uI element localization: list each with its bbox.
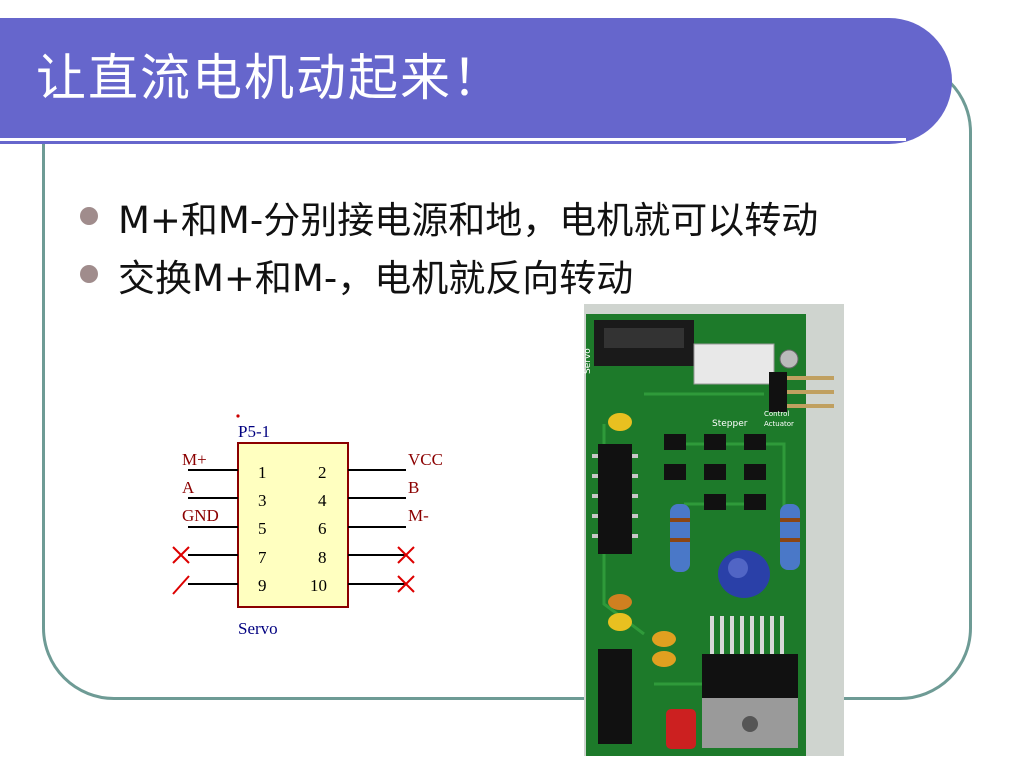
pin-number: 7 bbox=[258, 548, 267, 567]
pin-label-left: A bbox=[182, 478, 195, 497]
pin1-marker-icon bbox=[236, 414, 240, 418]
reset-button bbox=[666, 709, 696, 749]
pin-number: 8 bbox=[318, 548, 327, 567]
pin-label-left: GND bbox=[182, 506, 219, 525]
no-connect-icon bbox=[397, 546, 415, 564]
driver-ic-legs bbox=[710, 616, 784, 656]
pin-number: 6 bbox=[318, 519, 327, 538]
resistor-bands bbox=[670, 518, 800, 542]
silkscreen-text: Actuator bbox=[764, 420, 794, 428]
mount-screw bbox=[779, 349, 799, 369]
ic-pins bbox=[592, 454, 638, 538]
resistor bbox=[780, 504, 800, 570]
silkscreen-text: Stepper bbox=[712, 419, 748, 429]
bullet-dot-icon bbox=[80, 265, 98, 283]
header-slot bbox=[604, 328, 684, 348]
ceramic-capacitor bbox=[652, 651, 676, 667]
no-connect-icon bbox=[172, 575, 190, 595]
component-designator: P5-1 bbox=[238, 422, 270, 441]
pin-label-left: M+ bbox=[182, 450, 207, 469]
pin-number: 5 bbox=[258, 519, 267, 538]
ceramic-capacitor bbox=[608, 613, 632, 631]
ic-chip bbox=[598, 649, 632, 744]
component-name: Servo bbox=[238, 619, 278, 638]
bullet-dot-icon bbox=[80, 207, 98, 225]
pin-label-right: M- bbox=[408, 506, 429, 525]
component-body bbox=[237, 442, 349, 608]
capacitor-highlight bbox=[728, 558, 748, 578]
pin-number: 3 bbox=[258, 491, 267, 510]
ceramic-capacitor bbox=[652, 631, 676, 647]
silkscreen-text: Servo bbox=[584, 348, 593, 374]
pin-number: 9 bbox=[258, 576, 267, 595]
pin-number: 10 bbox=[310, 576, 327, 595]
pin-label-right: B bbox=[408, 478, 419, 497]
servo-connector-schematic: P5-1 M+ A GND VCC B bbox=[172, 414, 443, 638]
transistor-array bbox=[664, 434, 766, 510]
pin-header bbox=[693, 343, 775, 385]
ceramic-capacitor bbox=[608, 594, 632, 610]
pin-number: 1 bbox=[258, 463, 267, 482]
heatsink-hole bbox=[742, 716, 758, 732]
driver-ic bbox=[702, 654, 798, 698]
side-header bbox=[769, 372, 787, 412]
ceramic-capacitor bbox=[608, 413, 632, 431]
title-underline bbox=[0, 138, 906, 141]
bullet-text: 交换M+和M-，电机就反向转动 bbox=[118, 257, 634, 300]
side-pins bbox=[774, 376, 834, 408]
pcb-photo: Servo Stepper Control Actuator bbox=[584, 304, 844, 756]
pin-number: 2 bbox=[318, 463, 327, 482]
ic-chip bbox=[598, 444, 632, 554]
title-bar bbox=[0, 18, 952, 144]
bullet-text: M+和M-分别接电源和地，电机就可以转动 bbox=[118, 199, 819, 242]
no-connect-icon bbox=[172, 546, 190, 564]
pin-label-right: VCC bbox=[408, 450, 443, 469]
no-connect-icon bbox=[397, 575, 415, 593]
silkscreen-text: Control bbox=[764, 410, 789, 418]
pin-number: 4 bbox=[318, 491, 327, 510]
slide-title: 让直流电机动起来！ bbox=[36, 49, 504, 107]
